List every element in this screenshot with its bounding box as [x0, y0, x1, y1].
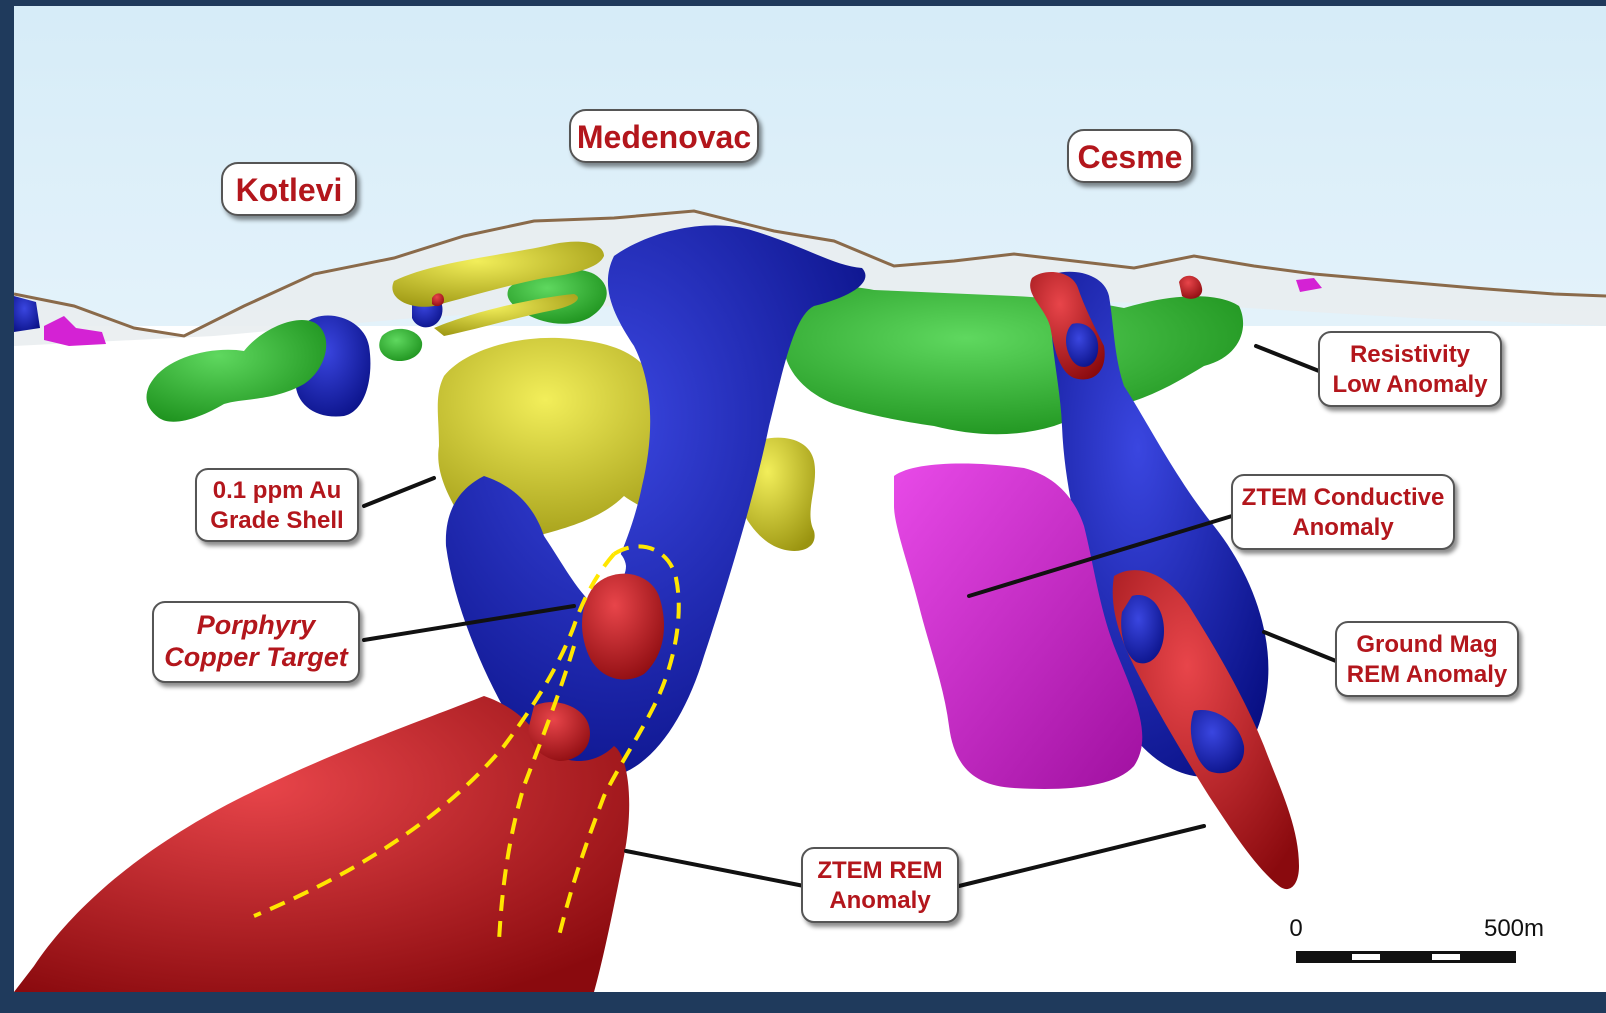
scale-bar-segment-2: [1432, 954, 1460, 960]
callout-ztem-rem-line1: ZTEM REM: [817, 857, 942, 884]
callout-ztem-conductive: ZTEM Conductive Anomaly: [1232, 475, 1454, 549]
callout-resistivity-line2: Low Anomaly: [1332, 371, 1488, 398]
callout-resistivity: Resistivity Low Anomaly: [1319, 332, 1501, 406]
callout-au-shell: 0.1 ppm Au Grade Shell: [196, 469, 358, 541]
callout-au-shell-line2: Grade Shell: [210, 507, 343, 534]
label-medenovac-text: Medenovac: [577, 119, 751, 155]
scale-bar-start-label: 0: [1289, 915, 1302, 942]
scale-bar-outline: [1296, 951, 1516, 963]
callout-porphyry-line1: Porphyry: [197, 610, 318, 640]
callout-resistivity-line1: Resistivity: [1350, 341, 1471, 368]
label-cesme: Cesme: [1068, 130, 1192, 182]
label-kotlevi-text: Kotlevi: [236, 172, 343, 208]
scale-bar-end-label: 500m: [1484, 915, 1544, 942]
callout-au-shell-line1: 0.1 ppm Au: [213, 477, 341, 504]
callout-ztem-conductive-line2: Anomaly: [1292, 514, 1394, 541]
porphyry-core: [582, 574, 664, 680]
callout-porphyry-line2: Copper Target: [164, 642, 349, 672]
callout-ztem-rem: ZTEM REM Anomaly: [802, 848, 958, 922]
label-kotlevi: Kotlevi: [222, 163, 356, 215]
callout-ztem-rem-line2: Anomaly: [829, 887, 931, 914]
geophysics-3d-scene: Kotlevi Medenovac Cesme 0.1 ppm Au Grade…: [14, 6, 1606, 992]
label-medenovac: Medenovac: [570, 110, 758, 162]
callout-ground-mag: Ground Mag REM Anomaly: [1336, 622, 1518, 696]
callout-porphyry: Porphyry Copper Target: [153, 602, 359, 682]
scale-bar-segment-1: [1352, 954, 1380, 960]
label-cesme-text: Cesme: [1078, 139, 1183, 175]
callout-ground-mag-line1: Ground Mag: [1356, 631, 1497, 658]
callout-ground-mag-line2: REM Anomaly: [1347, 661, 1508, 688]
callout-ztem-conductive-line1: ZTEM Conductive: [1242, 484, 1445, 511]
